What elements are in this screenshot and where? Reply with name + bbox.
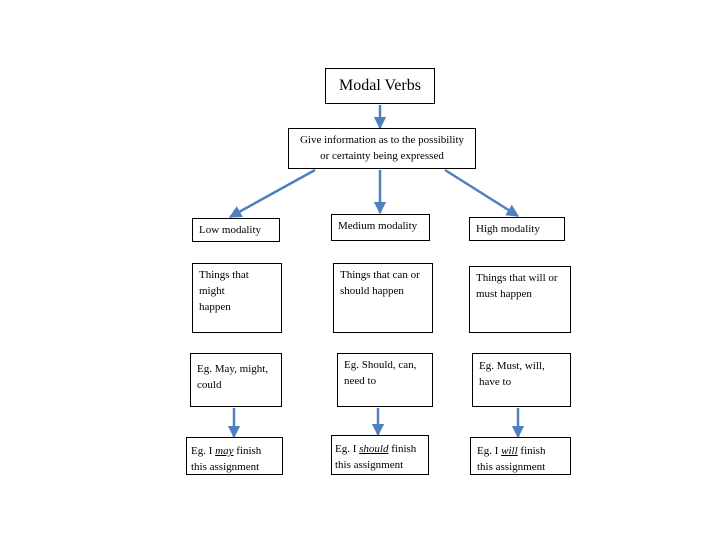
medium-meaning-line-1: Things that can or (340, 269, 420, 281)
high-modality-heading-box: High modality (469, 217, 565, 241)
modal-verbs-box: Modal Verbs (325, 68, 435, 104)
medium-modality-heading: Medium modality (338, 220, 418, 232)
high-sentence-line-1: Eg. I will finish (477, 445, 546, 457)
low-sentence-box: Eg. I may finish this assignment (186, 437, 283, 475)
description-line-1: Give information as to the possibility (299, 133, 465, 146)
medium-modality-heading-box: Medium modality (331, 214, 430, 241)
high-examples-line-1: Eg. Must, will, (479, 360, 545, 372)
medium-meaning-box: Things that can or should happen (333, 263, 433, 333)
low-modality-heading-box: Low modality (192, 218, 280, 242)
low-meaning-line-2: happen (199, 300, 231, 313)
high-sentence-line-2: this assignment (477, 460, 546, 473)
low-meaning-box: Things that might happen (192, 263, 282, 333)
low-sentence-modal: may (215, 445, 234, 457)
high-modality-heading: High modality (476, 223, 540, 235)
medium-examples-line-2: need to (344, 374, 377, 387)
medium-sentence-modal: should (359, 443, 389, 455)
high-meaning-box: Things that will or must happen (469, 266, 571, 333)
low-meaning-line-1: Things that might (199, 269, 249, 297)
arrow-description-to-low (228, 168, 316, 219)
high-meaning-line-1: Things that will or (476, 272, 558, 284)
high-sentence-box: Eg. I will finish this assignment (470, 437, 571, 475)
low-examples-line-2: could (197, 378, 222, 391)
high-sentence-modal: will (501, 445, 518, 457)
description-line-2: or certainty being expressed (320, 149, 444, 162)
modal-verbs-title: Modal Verbs (339, 77, 421, 95)
low-sentence-line-1: Eg. I may finish (191, 445, 262, 457)
medium-examples-line-1: Eg. Should, can, (344, 359, 417, 371)
medium-sentence-box: Eg. I should finish this assignment (331, 435, 429, 475)
high-examples-line-2: have to (479, 375, 512, 388)
low-examples-line-1: Eg. May, might, (197, 363, 269, 375)
low-sentence-line-2: this assignment (191, 460, 260, 473)
high-examples-box: Eg. Must, will, have to (472, 353, 571, 407)
medium-sentence-line-2: this assignment (335, 458, 404, 471)
description-box: Give information as to the possibility o… (288, 128, 476, 169)
medium-meaning-line-2: should happen (340, 284, 404, 297)
low-examples-box: Eg. May, might, could (190, 353, 282, 407)
medium-sentence-line-1: Eg. I should finish (335, 443, 417, 455)
arrow-description-to-high (444, 168, 520, 218)
high-meaning-line-2: must happen (476, 287, 532, 300)
medium-examples-box: Eg. Should, can, need to (337, 353, 433, 407)
low-modality-heading: Low modality (199, 224, 262, 236)
